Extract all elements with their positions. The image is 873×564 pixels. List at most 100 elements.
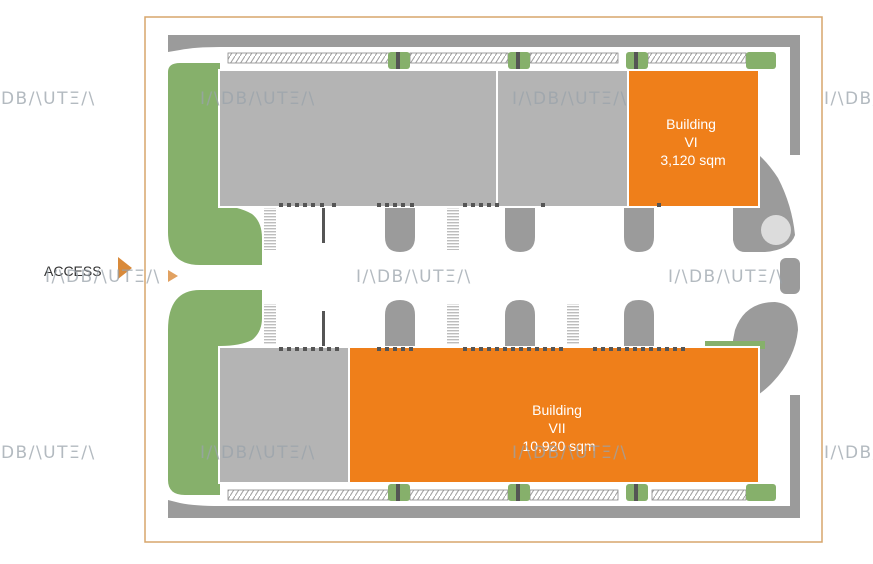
dock-door — [409, 347, 413, 351]
dock-door — [335, 347, 339, 351]
dock-door — [287, 203, 291, 207]
dock-bays-bottom — [385, 300, 654, 346]
dock-door — [593, 347, 597, 351]
building-vii-label: Building VII 10,920 sqm — [522, 402, 595, 454]
dock-door — [657, 347, 661, 351]
barrier-post-top — [322, 208, 325, 243]
watermark-logo: I/\DB/\UTΞ/\ — [200, 89, 316, 109]
dock-door — [633, 347, 637, 351]
dock-door — [377, 347, 381, 351]
dock-door — [295, 203, 299, 207]
dock-door — [401, 347, 405, 351]
dock-door — [487, 347, 491, 351]
building-vi-unit-middle — [496, 69, 629, 208]
dock-door — [287, 347, 291, 351]
dock-doors-bottom — [279, 347, 685, 351]
building-vi-label: Building VI 3,120 sqm — [660, 116, 725, 168]
dock-door — [385, 203, 389, 207]
building-vii-area: 10,920 sqm — [522, 438, 595, 454]
dock-door — [303, 203, 307, 207]
dock-door — [601, 347, 605, 351]
barrier-post-bottom — [322, 311, 325, 346]
dock-door — [609, 347, 613, 351]
building-vi-number: VI — [684, 134, 697, 150]
dock-door — [463, 203, 467, 207]
dock-door — [665, 347, 669, 351]
watermark-logos: I/\DB/\UTΞ/\ I/\DB/\UTΞ/\ I/\DB/\UTΞ/\ I/\D… — [0, 89, 873, 463]
dock-door — [543, 347, 547, 351]
dock-door — [471, 203, 475, 207]
dock-door — [673, 347, 677, 351]
fence-posts — [396, 52, 638, 501]
green-area-bottom-left — [168, 290, 262, 495]
building-vi-highlight — [627, 69, 760, 208]
dock-door — [641, 347, 645, 351]
dock-door — [487, 203, 491, 207]
building-vi-name: Building — [666, 116, 716, 132]
dock-door — [303, 347, 307, 351]
dock-door — [295, 347, 299, 351]
dock-door — [541, 203, 545, 207]
road-right-stub — [780, 258, 800, 294]
watermark-logo: I/\DB/\UTΞ/\ — [824, 443, 873, 463]
dock-door — [495, 203, 499, 207]
dock-door — [479, 347, 483, 351]
dock-door — [393, 347, 397, 351]
dock-door — [332, 203, 336, 207]
watermark-logo: I/\DB/\UTΞ/\ — [824, 89, 873, 109]
watermark-logo: I/\DB/\UTΞ/\ — [0, 443, 96, 463]
dock-door — [511, 347, 515, 351]
dock-door — [625, 347, 629, 351]
dock-door — [327, 347, 331, 351]
perimeter-road — [168, 35, 800, 518]
parking-stripes — [264, 208, 579, 344]
building-vii-name: Building — [532, 402, 582, 418]
dock-door — [311, 203, 315, 207]
building-vii-number: VII — [548, 420, 565, 436]
access-arrow-icon — [118, 257, 132, 279]
green-strip-right — [705, 341, 765, 349]
watermark-logo: I/\DB/\UTΞ/\ — [200, 443, 316, 463]
dock-bays-top — [385, 206, 654, 252]
building-vii-highlight — [348, 346, 760, 484]
dock-door — [649, 347, 653, 351]
access-label: ACCESS — [44, 263, 102, 279]
dock-door — [377, 203, 381, 207]
dock-door — [519, 347, 523, 351]
watermark-logo: I/\DB/\UTΞ/\ — [356, 267, 472, 287]
dock-door — [495, 347, 499, 351]
dock-door — [527, 347, 531, 351]
watermark-logo: I/\DB/\UTΞ/\ — [512, 89, 628, 109]
dock-door — [401, 203, 405, 207]
dock-door — [410, 203, 414, 207]
dock-door — [463, 347, 467, 351]
dock-door — [535, 347, 539, 351]
dock-door — [385, 347, 389, 351]
watermark-logo: I/\DB/\UTΞ/\ — [668, 267, 784, 287]
access-arrow-small-icon — [168, 270, 178, 282]
dock-door — [279, 203, 283, 207]
building-vi-unit-west — [218, 69, 498, 208]
dock-door — [681, 347, 685, 351]
dock-door — [319, 347, 323, 351]
building-vii-unit-west — [218, 346, 350, 484]
dock-door — [617, 347, 621, 351]
dock-door — [657, 203, 661, 207]
dock-door — [393, 203, 397, 207]
dock-door — [551, 347, 555, 351]
dock-door — [503, 347, 507, 351]
dock-door — [320, 203, 324, 207]
dock-doors-top — [279, 203, 661, 207]
building-vi-area: 3,120 sqm — [660, 152, 725, 168]
green-area-top-left — [168, 63, 262, 265]
watermark-logo: I/\DB/\UTΞ/\ — [0, 89, 96, 109]
turning-circle — [761, 215, 791, 245]
watermark-logo: I/\DB/\UTΞ/\ — [45, 267, 161, 287]
dock-door — [279, 347, 283, 351]
dock-door — [479, 203, 483, 207]
dock-door — [559, 347, 563, 351]
dock-door — [471, 347, 475, 351]
watermark-logo: I/\DB/\UTΞ/\ — [512, 443, 628, 463]
dock-door — [311, 347, 315, 351]
